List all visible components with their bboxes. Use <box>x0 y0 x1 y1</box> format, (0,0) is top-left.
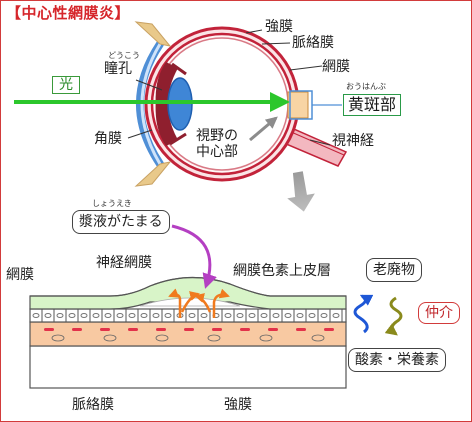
choroid-vessel-mark <box>72 328 82 331</box>
choroid-layer <box>29 321 347 347</box>
waste-curl-arrow <box>384 296 403 336</box>
cornea-label: 角膜 <box>94 131 122 147</box>
figure-title: 【中心性網膜炎】 <box>6 4 131 22</box>
pupil-reading: どうこう <box>108 51 140 60</box>
rpe-cell-nucleus <box>152 313 160 318</box>
rpe-cell-nucleus <box>116 313 124 318</box>
choroid-label: 脈絡膜 <box>292 35 334 51</box>
rpe-cell-nucleus <box>272 313 280 318</box>
choroid-cell-mark <box>311 334 325 342</box>
sclera-label: 強膜 <box>265 19 293 35</box>
rpe-cell-nucleus <box>296 313 304 318</box>
rpe-cell-nucleus <box>200 313 208 318</box>
choroid-vessel-mark <box>296 328 306 331</box>
choroid-cell-mark <box>259 334 273 342</box>
rpe-label: 網膜色素上皮層 <box>233 263 331 279</box>
view-center-pointer <box>249 116 278 142</box>
choroid-bottom-label: 脈絡膜 <box>72 397 114 413</box>
choroid-vessel-mark <box>100 328 110 331</box>
rpe-cell-nucleus <box>140 313 148 318</box>
waste-label: 老廃物 <box>366 258 422 282</box>
macula-label: 黄斑部 <box>343 94 402 116</box>
rpe-cell-nucleus <box>92 313 100 318</box>
rpe-cell-nucleus <box>236 313 244 318</box>
rpe-cell-nucleus <box>56 313 64 318</box>
nutrient-curl-arrow <box>353 294 374 334</box>
zoom-down-arrow <box>287 171 315 212</box>
light-label: 光 <box>52 76 80 94</box>
serous-fluid-label: 漿液がたまる <box>72 210 170 234</box>
rpe-layer <box>29 308 347 323</box>
fluid-arrow <box>171 224 217 289</box>
choroid-vessel-mark <box>240 328 250 331</box>
sclera-layer <box>29 345 347 389</box>
choroid-vessel-mark <box>156 328 166 331</box>
macula-highlight <box>287 91 309 119</box>
choroid-cell-mark <box>51 334 65 342</box>
retina-label: 網膜 <box>322 59 350 75</box>
rpe-cell-nucleus <box>224 313 232 318</box>
rpe-cell-nucleus <box>164 313 172 318</box>
visual-center-label: 視野の 中心部 <box>196 128 238 161</box>
choroid-vessel-mark <box>268 328 278 331</box>
rpe-cell-nucleus <box>104 313 112 318</box>
choroid-vessel-mark <box>128 328 138 331</box>
choroid-vessel-mark <box>184 328 194 331</box>
optic-nerve-label: 視神経 <box>332 133 374 149</box>
mediate-label: 仲介 <box>418 302 460 324</box>
nutrients-label: 酸素・栄養素 <box>348 348 446 372</box>
macula-reading: おうはんぶ <box>346 82 386 91</box>
retina-layer-diagram <box>29 276 347 389</box>
rpe-cell-nucleus <box>188 313 196 318</box>
rpe-cell-nucleus <box>308 313 316 318</box>
rpe-cell-nucleus <box>44 313 52 318</box>
choroid-cell-mark <box>207 334 221 342</box>
rpe-cell-nucleus <box>32 313 40 318</box>
choroid-cells <box>51 334 325 342</box>
choroid-vessels <box>44 328 334 331</box>
pupil-label: 瞳孔 <box>104 61 132 77</box>
retina-bottom-label: 網膜 <box>6 267 34 283</box>
serous-reading: しょうえき <box>92 199 132 208</box>
choroid-cell-mark <box>103 334 117 342</box>
choroid-cell-mark <box>155 334 169 342</box>
rpe-cell-nucleus <box>248 313 256 318</box>
rpe-cell-nucleus <box>260 313 268 318</box>
sclera-bottom-label: 強膜 <box>224 397 252 413</box>
rpe-cell-nucleus <box>284 313 292 318</box>
neural-retina-label: 神経網膜 <box>96 255 152 271</box>
rpe-cell-nucleus <box>68 313 76 318</box>
rpe-cell-nucleus <box>320 313 328 318</box>
choroid-vessel-mark <box>324 328 334 331</box>
rpe-cell-nucleus <box>332 313 340 318</box>
rpe-cell-nucleus <box>80 313 88 318</box>
choroid-vessel-mark <box>44 328 54 331</box>
choroid-vessel-mark <box>212 328 222 331</box>
rpe-cell-nucleus <box>128 313 136 318</box>
leak-arrows <box>168 288 230 318</box>
